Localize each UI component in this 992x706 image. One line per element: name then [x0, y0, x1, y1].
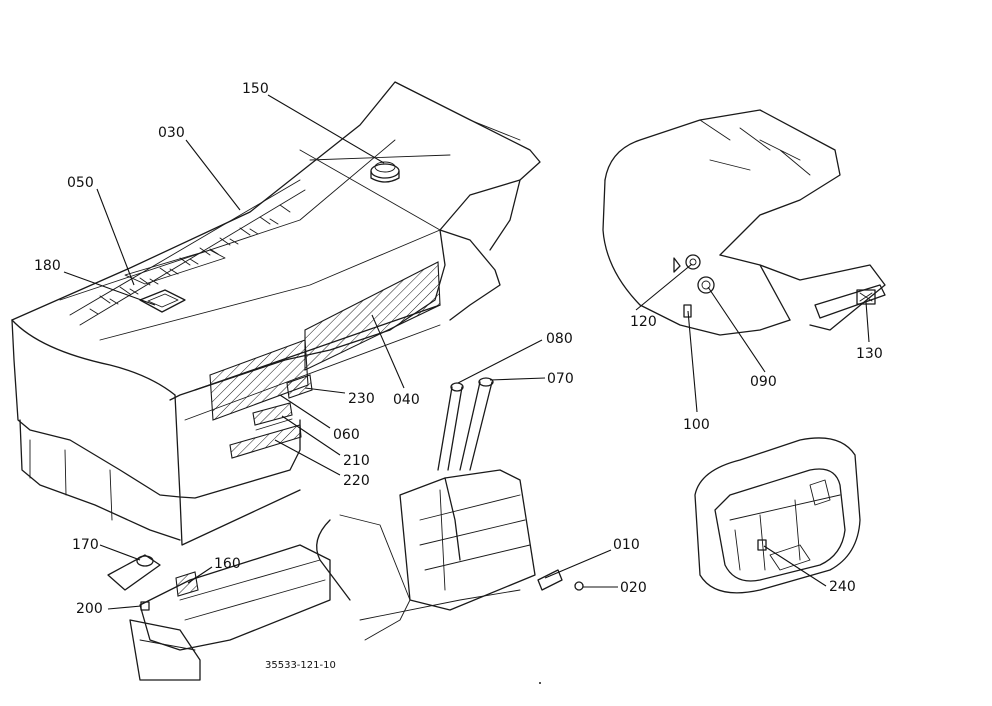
callout-060: 060	[333, 427, 360, 443]
callout-010: 010	[613, 537, 640, 553]
callout-120: 120	[630, 314, 657, 330]
engine-block	[316, 377, 584, 641]
callout-020: 020	[620, 580, 647, 596]
callout-100: 100	[683, 417, 710, 433]
callout-080: 080	[546, 331, 573, 347]
callout-050: 050	[67, 175, 94, 191]
callout-200: 200	[76, 601, 103, 617]
callout-labels: 150 030 050 180 040 230 060 210 220 080 …	[34, 81, 883, 617]
frame-assembly	[107, 544, 331, 681]
rear-housing	[602, 109, 886, 336]
callout-130: 130	[856, 346, 883, 362]
stray-mark	[539, 682, 541, 684]
drawing-number: 35533-121-10	[265, 660, 336, 671]
callout-090: 090	[750, 374, 777, 390]
callout-040: 040	[393, 392, 420, 408]
callout-230: 230	[348, 391, 375, 407]
callout-150: 150	[242, 81, 269, 97]
instrument-panel	[694, 437, 861, 594]
callout-180: 180	[34, 258, 61, 274]
callout-220: 220	[343, 473, 370, 489]
callout-240: 240	[829, 579, 856, 595]
callout-030: 030	[158, 125, 185, 141]
callout-210: 210	[343, 453, 370, 469]
callout-170: 170	[72, 537, 99, 553]
callout-070: 070	[547, 371, 574, 387]
leader-lines	[63, 94, 870, 610]
callout-160: 160	[214, 556, 241, 572]
